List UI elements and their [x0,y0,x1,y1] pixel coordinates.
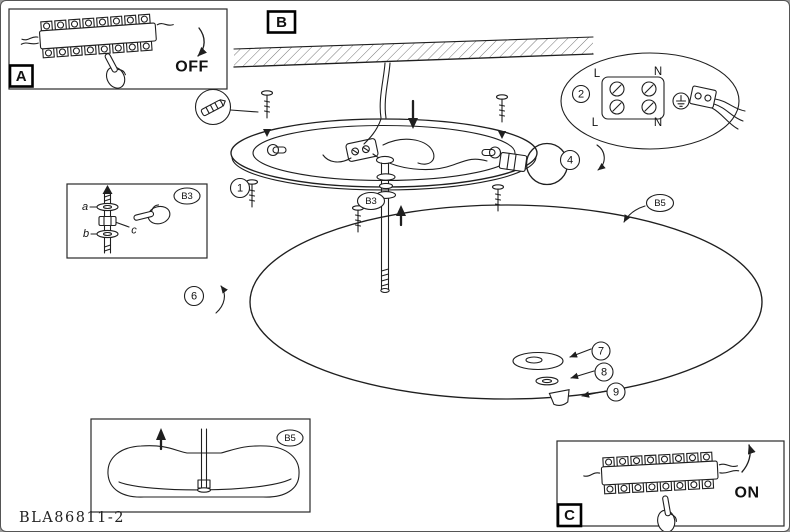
step-9-marker: 9 [606,382,626,402]
strip-wire [719,469,740,474]
step-4-number: 4 [567,155,573,167]
cable-connector [689,85,717,109]
detail-b5-ref: B5 [645,193,675,213]
part-c-label: c [131,225,137,237]
step-6-marker: 6 [183,285,205,307]
threaded-rod [380,162,390,294]
terminal-l-top: L [594,68,601,80]
strip-wire [156,23,174,26]
step-6-number: 6 [191,291,197,303]
nut-c [98,215,117,227]
detail-b5-ref-label: B5 [654,198,666,209]
power-on-label: ON [735,485,760,502]
step-2-marker: 2 [571,84,591,104]
lamp-socket [498,151,528,173]
washer-a [96,202,119,212]
part-a-label: a [82,201,88,213]
switch-off-arrow-icon [197,27,208,57]
washer-b [96,229,119,239]
step-9-number: 9 [613,387,619,399]
strip-wire [20,42,39,45]
ceiling-hatch [233,36,594,68]
part-b-label: b [83,228,89,240]
mounting-screw-top-left [260,90,274,137]
insert-wires-arrow-icon [408,99,418,129]
step-1-number: 1 [237,183,243,195]
figure-b-label: B [276,14,287,31]
glass-shade [249,204,763,400]
rod-up-arrow-icon [396,205,406,227]
arrow-to-cap-icon [581,390,607,398]
step-4-marker: 4 [559,149,581,171]
arrow-to-washer-icon [570,370,595,380]
switch-on-arrow-icon [741,444,756,473]
mounting-screw-top-right [495,94,509,139]
fixing-washer [535,376,559,386]
strip-wire [583,472,601,477]
plate-wires [322,118,488,171]
detail-rod [196,428,212,493]
wall-plug-detail [194,88,259,126]
ground-icon [672,92,690,110]
keyhole-slot-left [266,143,287,157]
cap-nut [548,388,570,407]
mains-cable [379,62,391,119]
strip-wire [718,463,738,467]
plate-terminal-block [345,138,379,162]
step-8-marker: 8 [594,362,614,382]
terminal-n-bottom: N [654,117,662,129]
terminal-n-top: N [654,66,662,78]
step-7-marker: 7 [591,341,611,361]
inset-washer-detail: a b c B3 [66,183,208,259]
glass-fixing-hole [512,351,564,371]
plate-hub [375,155,395,165]
step-8-number: 8 [601,367,607,379]
washer-b-hole [102,231,113,237]
lift-arrow-icon [156,428,166,451]
fixing-screw-center [351,205,365,233]
figure-c-label: C [564,507,575,524]
terminal-l-bottom: L [592,117,599,129]
step-7-number: 7 [598,346,604,358]
detail-b3-ref: B3 [356,191,386,211]
bulb-turn-arrow-icon [596,144,606,171]
washer-a-hole [102,204,113,210]
rotate-arrow-icon [215,285,228,314]
detail-b3-inset-label: B3 [181,191,193,202]
document-code: BLA86811-2 [19,510,125,526]
detail-b3-ref-label: B3 [365,196,377,207]
glass-outline [107,445,300,498]
detail-b5-inset-label: B5 [284,433,296,444]
connector-wires [711,98,746,130]
inset-power-off: OFF A [8,8,228,92]
wiring-detail [560,52,746,150]
glass-place-arrow-icon [623,205,646,223]
power-off-label: OFF [175,59,209,76]
keyhole-slot-right [481,146,502,159]
arrow-to-hole-icon [569,348,592,358]
step-1-marker: 1 [229,177,251,199]
step-2-number: 2 [578,89,584,101]
fixing-screw-right [491,184,505,212]
inset-glass-detail: B5 [90,418,311,513]
figure-b-tag: B [266,10,297,34]
strip-wire [21,36,39,41]
inset-power-on: ON C [556,440,785,531]
figure-a-label: A [16,68,27,85]
